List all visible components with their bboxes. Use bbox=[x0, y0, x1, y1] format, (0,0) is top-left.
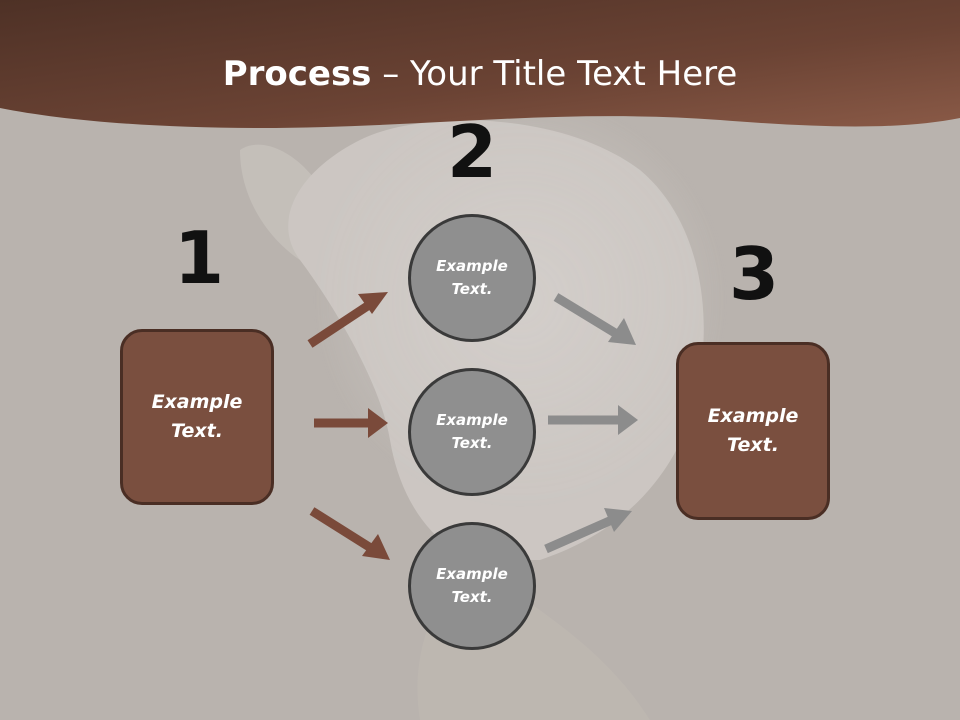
right-box-text: Example Text. bbox=[707, 405, 799, 456]
step-number-1: 1 bbox=[173, 216, 225, 300]
header-band bbox=[0, 0, 960, 128]
circle-middle-text: Example Text. bbox=[436, 411, 508, 452]
circle-bottom: Example Text. bbox=[408, 522, 536, 650]
title-bold: Process bbox=[222, 54, 372, 94]
circle-top: Example Text. bbox=[408, 214, 536, 342]
circle-top-text: Example Text. bbox=[436, 257, 508, 298]
circle-bottom-text: Example Text. bbox=[436, 565, 508, 606]
right-box: Example Text. bbox=[676, 342, 830, 520]
title-rest: – Your Title Text Here bbox=[371, 54, 738, 94]
circle-middle: Example Text. bbox=[408, 368, 536, 496]
left-box-text: Example Text. bbox=[151, 391, 243, 442]
left-box: Example Text. bbox=[120, 329, 274, 505]
slide-title: Process – Your Title Text Here bbox=[0, 50, 960, 98]
step-number-3: 3 bbox=[728, 232, 780, 316]
step-number-2: 2 bbox=[446, 110, 498, 194]
